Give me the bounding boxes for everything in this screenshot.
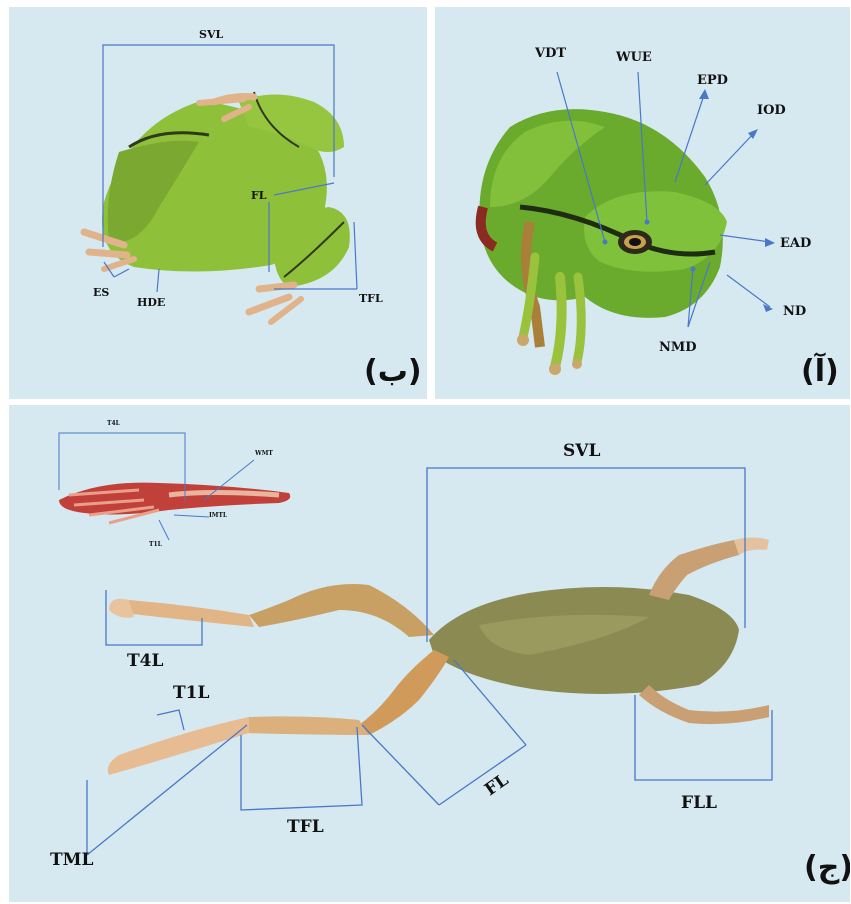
label-fll: FLL [681,795,717,812]
inset-label-t1l: T1L [149,542,162,548]
label-t1l: T1L [173,685,209,702]
label-tfl-c: TFL [287,819,324,836]
label-svl-c: SVL [563,443,600,460]
label-tml: TML [50,852,93,869]
inset-label-t4l: T4L [107,421,120,427]
preserved-frog-ventral-image [108,538,769,776]
panel-b-dorsal-view: SVL FL TFL ES HDE (ب) [9,7,427,399]
panel-a-drawing [435,7,850,399]
label-nmd: NMD [659,341,697,354]
label-tfl: TFL [359,293,383,304]
label-epd: EPD [697,74,728,87]
inset-label-imtl: IMTL [209,513,227,519]
label-nd: ND [783,305,806,318]
label-iod: IOD [757,104,786,117]
label-vdt: VDT [535,47,566,60]
panel-label-a: (آ) [801,357,839,387]
label-hde: HDE [137,297,165,308]
panel-c-full-body-view: T4L WMT IMTL T1L SVL T4L T1L TML TFL FL … [9,405,850,902]
label-ead: EAD [780,237,811,250]
green-frog-dorsal-image [84,92,350,322]
panel-a-head-view: VDT WUE EPD IOD EAD ND NMD (آ) [435,7,850,399]
label-es: ES [93,287,109,298]
inset-label-wmt: WMT [255,451,273,457]
label-t4l: T4L [127,653,163,670]
panel-label-b: (ب) [364,357,422,387]
label-svl: SVL [199,29,223,40]
panel-b-drawing [9,7,427,399]
panel-label-c: (ج) [804,853,850,883]
label-wue: WUE [616,51,652,64]
preserved-foot-inset-image [59,483,290,523]
label-fl: FL [251,190,267,201]
